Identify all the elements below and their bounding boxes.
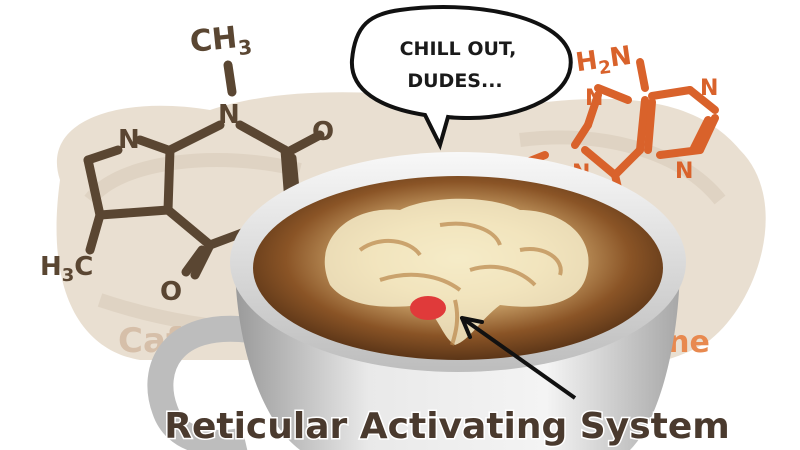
reticular-activating-spot <box>410 296 446 320</box>
methyl-left-c: C <box>74 252 93 282</box>
methyl-left-h: H <box>40 252 62 282</box>
pointer-arrow-head <box>460 316 484 339</box>
speech-line-1: CHILL OUT, <box>400 38 517 60</box>
adenosine-nitrogen-2: N <box>700 76 718 101</box>
caffeine-oxygen-right: O <box>312 117 334 147</box>
speech-bubble: CHILL OUT, DUDES... <box>349 5 573 151</box>
caffeine-oxygen-bottom: O <box>160 277 182 307</box>
latte-brain-folds <box>358 221 563 346</box>
latte-brain <box>324 198 589 345</box>
caption: Reticular Activating System <box>164 406 730 447</box>
amine-n: N <box>608 41 634 74</box>
cup-handle <box>147 315 252 450</box>
caffeine-nitrogen-top: N <box>218 100 240 130</box>
methyl-ch-text: CH <box>188 20 239 60</box>
pointer-arrow-line <box>460 316 577 400</box>
adenosine-nitrogen-1: N <box>585 86 603 111</box>
speech-line-2: DUDES... <box>407 70 502 92</box>
methyl-sub-text: 3 <box>237 35 253 60</box>
methyl-left-sub: 3 <box>62 265 75 286</box>
coffee-cup <box>147 152 686 450</box>
caffeine-methyl-left: H3C <box>40 252 93 286</box>
adenosine-molecule <box>516 58 719 244</box>
adenosine-amine: H2N <box>574 41 634 82</box>
speech-bubble-shape <box>349 5 573 151</box>
adenosine-nitrogen-3: N <box>675 159 693 184</box>
amine-h: H <box>574 46 600 79</box>
caffeine-nitrogen-left: N <box>118 125 140 155</box>
caffeine-methyl-top: CH3 <box>188 19 253 65</box>
amine-sub: 2 <box>597 57 612 80</box>
